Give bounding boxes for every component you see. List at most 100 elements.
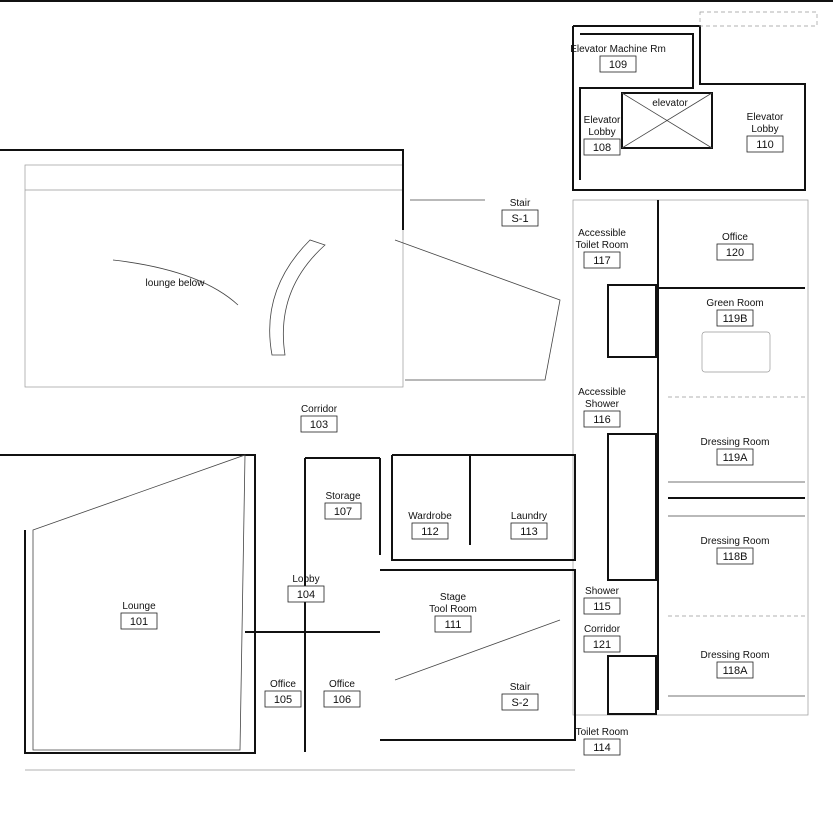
room-number: S-2	[511, 697, 528, 709]
room-number-box	[300, 415, 338, 433]
room-114: Toilet Room 114	[576, 727, 629, 756]
room-number-box	[583, 138, 621, 156]
room-number-box	[411, 522, 449, 540]
room-119b: Green Room 119B	[706, 298, 764, 327]
room-name: Office	[329, 679, 355, 690]
room-name: Corridor	[584, 624, 621, 635]
room-number: 118B	[723, 551, 748, 563]
room-name: Stair	[510, 682, 531, 693]
room-number: 108	[593, 142, 611, 154]
room-number-box	[716, 547, 754, 565]
room-number: 120	[726, 247, 744, 259]
room-number-box	[501, 693, 539, 711]
room-number-box	[323, 690, 361, 708]
room-number: 106	[333, 694, 351, 706]
room-name: Dressing Room	[701, 437, 770, 448]
room-name: Shower	[585, 586, 620, 597]
room-number: 115	[593, 601, 611, 613]
room-118b: Dressing Room 118B	[701, 536, 770, 565]
room-name: Lobby	[588, 127, 615, 138]
room-number: 104	[297, 589, 315, 601]
room-name: Toilet Room	[576, 240, 629, 251]
room-number: 105	[274, 694, 292, 706]
room-name: Elevator	[747, 112, 784, 123]
room-name: Laundry	[511, 511, 547, 522]
room-name: Tool Room	[429, 604, 477, 615]
room-number-box	[583, 635, 621, 653]
room-number-box	[746, 135, 784, 153]
room-number-box	[583, 251, 621, 269]
room-number-box	[716, 661, 754, 679]
room-name: Accessible	[578, 387, 626, 398]
room-number-box	[324, 502, 362, 520]
room-number: 116	[593, 414, 611, 426]
room-name: Lobby	[292, 574, 319, 585]
room-name: Office	[270, 679, 296, 690]
room-105: Office 105	[264, 679, 302, 708]
room-number-box	[434, 615, 472, 633]
room-109: Elevator Machine Rm 109	[570, 44, 666, 73]
room-number: 121	[593, 639, 611, 651]
room-number: 107	[334, 506, 352, 518]
room-104: Lobby 104	[287, 574, 325, 603]
room-number: 111	[445, 619, 462, 631]
room-number-box	[583, 738, 621, 756]
room-name: Wardrobe	[408, 511, 452, 522]
room-112: Wardrobe 112	[408, 511, 452, 540]
room-number-box	[716, 243, 754, 261]
room-106: Office 106	[323, 679, 361, 708]
elevator-label: elevator	[652, 98, 688, 109]
room-118a: Dressing Room 118A	[701, 650, 770, 679]
room-number: S-1	[511, 213, 528, 225]
room-number-box	[583, 597, 621, 615]
room-name: Corridor	[301, 404, 338, 415]
room-name: Dressing Room	[701, 650, 770, 661]
room-number: 114	[593, 742, 611, 754]
room-number: 112	[421, 526, 439, 538]
room-name: Toilet Room	[576, 727, 629, 738]
room-number-box	[264, 690, 302, 708]
room-121: Corridor 121	[583, 624, 621, 653]
room-107: Storage 107	[324, 491, 362, 520]
room-number: 119A	[723, 452, 749, 464]
room-number-box	[716, 448, 754, 466]
room-name: Office	[722, 232, 748, 243]
walls	[0, 0, 833, 771]
room-name: Green Room	[706, 298, 763, 309]
room-number-box	[120, 612, 158, 630]
room-number: 113	[520, 526, 538, 538]
room-name: Lobby	[751, 124, 778, 135]
room-name: Elevator Machine Rm	[570, 44, 666, 55]
room-115: Shower 115	[583, 586, 621, 615]
room-number: 110	[756, 139, 774, 151]
room-number: 119B	[723, 313, 748, 325]
room-number: 118A	[723, 665, 749, 677]
room-number: 109	[609, 59, 627, 71]
room-labels: Elevator Machine Rm109ElevatorLobby108El…	[120, 44, 784, 756]
room-number-box	[583, 410, 621, 428]
room-119a: Dressing Room 119A	[701, 437, 770, 466]
room-name: Elevator	[584, 115, 621, 126]
room-name: Accessible	[578, 228, 626, 239]
room-name: Shower	[585, 399, 620, 410]
room-number-box	[716, 309, 754, 327]
room-number-box	[510, 522, 548, 540]
room-name: Stage	[440, 592, 467, 603]
room-120: Office 120	[716, 232, 754, 261]
lounge-below-note: lounge below	[146, 278, 206, 289]
room-name: Dressing Room	[701, 536, 770, 547]
room-name: Storage	[325, 491, 360, 502]
room-name: Lounge	[122, 601, 156, 612]
room-number-box	[287, 585, 325, 603]
room-113: Laundry 113	[510, 511, 548, 540]
